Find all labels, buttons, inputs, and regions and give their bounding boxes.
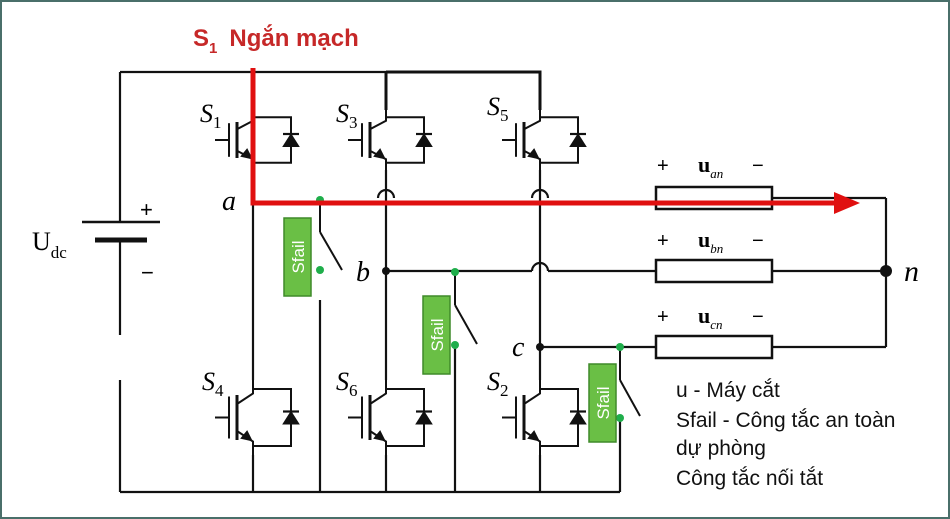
svg-text:+: + xyxy=(657,306,669,328)
source-label: Udc xyxy=(32,227,67,262)
phase-wires xyxy=(318,196,888,492)
switch-label-s1: S1 xyxy=(200,99,222,132)
legend: u - Máy cắt Sfail - Công tắc an toàn dự … xyxy=(676,379,895,490)
svg-text:ubn: ubn xyxy=(698,227,723,256)
load-label-bn: + ubn − xyxy=(657,227,764,256)
sfail-switch-2: Sfail xyxy=(422,268,478,375)
igbt-s1 xyxy=(215,110,300,170)
source-minus: − xyxy=(141,260,154,285)
switch-label-s2: S2 xyxy=(487,367,509,400)
legend-line-1: u - Máy cắt xyxy=(676,379,780,402)
load-resistor-cn xyxy=(654,334,774,360)
switch-label-s4: S4 xyxy=(202,367,224,400)
load-resistor-an xyxy=(654,185,774,211)
short-circuit-arrowhead xyxy=(834,192,860,214)
source-plus: + xyxy=(140,197,153,222)
sfail-switch-1: Sfail xyxy=(283,196,343,297)
sfail-label-2: Sfail xyxy=(428,318,447,351)
igbt-s6 xyxy=(348,380,433,455)
switch-label-s3: S3 xyxy=(336,99,358,132)
legend-line-2: Sfail - Công tắc an toàn xyxy=(676,409,895,432)
node-b-dot xyxy=(382,267,390,275)
node-label-a: a xyxy=(222,186,236,217)
wire-crossovers xyxy=(376,188,550,199)
igbt-s4 xyxy=(215,380,300,455)
svg-text:+: + xyxy=(657,230,669,252)
svg-text:uan: uan xyxy=(698,152,723,181)
node-label-n: n xyxy=(904,255,919,288)
load-label-an: + uan − xyxy=(657,152,764,181)
svg-text:−: − xyxy=(752,230,764,252)
node-c-dot xyxy=(536,343,544,351)
igbt-s5 xyxy=(502,110,587,170)
load-resistor-bn xyxy=(654,258,774,284)
igbt-s3 xyxy=(348,110,433,170)
short-circuit-path xyxy=(250,68,836,206)
neutral-node-dot xyxy=(880,265,892,277)
switch-label-s5: S5 xyxy=(487,92,509,125)
svg-text:+: + xyxy=(657,155,669,177)
node-label-c: c xyxy=(512,332,525,363)
sfail-switch-3: Sfail xyxy=(588,343,641,443)
node-label-b: b xyxy=(356,257,370,288)
svg-text:−: − xyxy=(752,155,764,177)
igbt-s2 xyxy=(502,380,587,455)
sfail-label-3: Sfail xyxy=(594,386,613,419)
legend-line-3: dự phòng xyxy=(676,437,766,460)
switch-label-s6: S6 xyxy=(336,367,358,400)
svg-text:−: − xyxy=(752,306,764,328)
svg-text:ucn: ucn xyxy=(698,303,723,332)
legend-line-4: Công tắc nối tắt xyxy=(676,467,823,490)
sfail-label-1: Sfail xyxy=(289,240,308,273)
dc-source-battery xyxy=(82,220,160,262)
load-label-cn: + ucn − xyxy=(657,303,764,332)
